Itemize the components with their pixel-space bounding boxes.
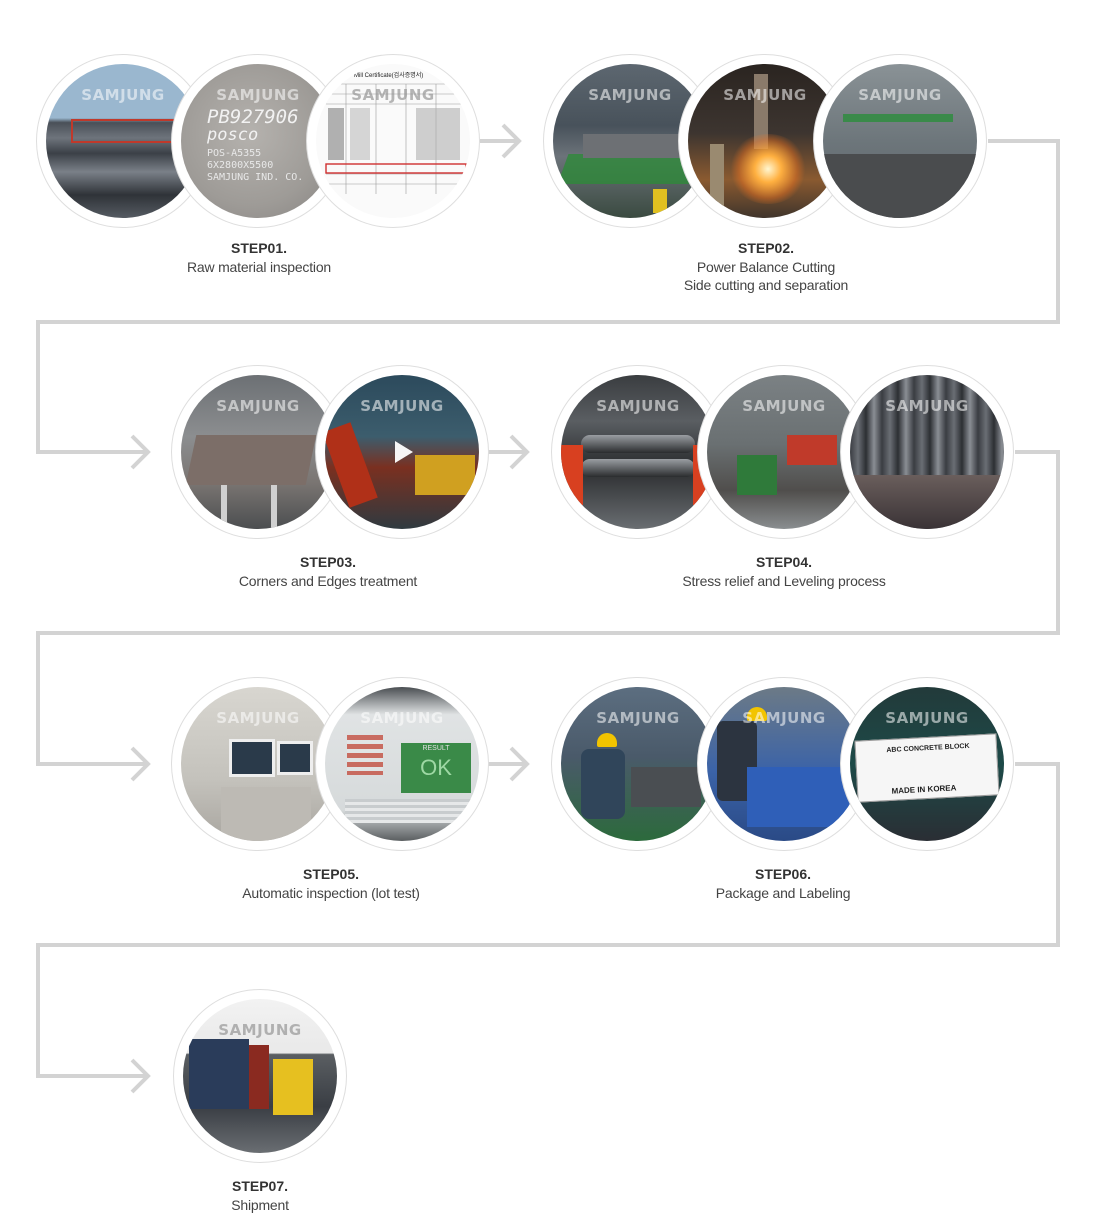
- step01-photo-1: SAMJUNG: [36, 54, 210, 228]
- samjung-watermark: SAMJUNG: [216, 397, 300, 415]
- samjung-watermark: SAMJUNG: [596, 709, 680, 727]
- leveling-line-photo: SAMJUNG: [707, 375, 861, 529]
- truck-loading-photo: SAMJUNG: [183, 999, 337, 1153]
- step05-description: Automatic inspection (lot test): [242, 885, 420, 901]
- samjung-watermark: SAMJUNG: [742, 709, 826, 727]
- samjung-watermark: SAMJUNG: [360, 709, 444, 727]
- worker-inspection-photo: SAMJUNG: [561, 687, 715, 841]
- flame-cutting-photo: SAMJUNG: [688, 64, 842, 218]
- step03-photo-2[interactable]: SAMJUNG: [315, 365, 489, 539]
- step01-label: STEP01. Raw material inspection: [109, 238, 409, 276]
- robot-treatment-video[interactable]: SAMJUNG: [325, 375, 479, 529]
- step06-description: Package and Labeling: [715, 885, 851, 901]
- step06-photo-3: ABC CONCRETE BLOCK MADE IN KOREA SAMJUNG: [840, 677, 1014, 851]
- samjung-watermark: SAMJUNG: [588, 86, 672, 104]
- step07-photo-1: SAMJUNG: [173, 989, 347, 1163]
- step03-label: STEP03. Corners and Edges treatment: [178, 552, 478, 590]
- step04-photo-1: SAMJUNG: [551, 365, 725, 539]
- play-video-icon[interactable]: [387, 437, 417, 467]
- step05-title: STEP05.: [302, 866, 360, 882]
- samjung-watermark: SAMJUNG: [216, 86, 300, 104]
- step03-title: STEP03.: [299, 554, 357, 570]
- product-label-photo: ABC CONCRETE BLOCK MADE IN KOREA SAMJUNG: [850, 687, 1004, 841]
- samjung-watermark: SAMJUNG: [742, 397, 826, 415]
- step05-label: STEP05. Automatic inspection (lot test): [181, 864, 481, 902]
- stamp-text-grade: POS-A5355: [207, 148, 262, 159]
- roller-closeup-photo: SAMJUNG: [850, 375, 1004, 529]
- step06-label: STEP06. Package and Labeling: [633, 864, 933, 902]
- step07-title: STEP07.: [231, 1178, 289, 1194]
- packaging-photo: SAMJUNG: [707, 687, 861, 841]
- connector-step04-to-step05: [36, 450, 1060, 766]
- step07-description: Shipment: [231, 1197, 289, 1213]
- step04-photo-2: SAMJUNG: [697, 365, 871, 539]
- samjung-watermark: SAMJUNG: [723, 86, 807, 104]
- samjung-watermark: SAMJUNG: [360, 397, 444, 415]
- inspection-result-caption: RESULT: [422, 745, 450, 752]
- posco-stamp-photo: SAMJUNG PB927906 posco POS-A5355 6X2800X…: [181, 64, 335, 218]
- step04-title: STEP04.: [755, 554, 813, 570]
- mill-certificate-photo: Mill Certificate(검사증명서) SAMJUNG: [316, 64, 470, 218]
- certificate-table-lines: [325, 83, 467, 194]
- arrow-into-step03: [130, 434, 151, 470]
- samjung-watermark: SAMJUNG: [858, 86, 942, 104]
- step04-photo-3: SAMJUNG: [840, 365, 1014, 539]
- stamp-text-serial: PB927906: [207, 106, 299, 128]
- step03-photo-1: SAMJUNG: [171, 365, 345, 539]
- step02-title: STEP02.: [737, 240, 795, 256]
- cutting-hall-photo: SAMJUNG: [823, 64, 977, 218]
- step06-photo-1: SAMJUNG: [551, 677, 725, 851]
- step04-label: STEP04. Stress relief and Leveling proce…: [634, 552, 934, 590]
- control-cabinet-photo: SAMJUNG: [181, 687, 335, 841]
- step05-photo-1: SAMJUNG: [171, 677, 345, 851]
- arrow-into-step05: [130, 746, 151, 782]
- inspection-result-value: OK: [420, 755, 452, 780]
- connector-step06-to-step07: [36, 762, 1060, 1078]
- samjung-watermark: SAMJUNG: [216, 709, 300, 727]
- samjung-watermark: SAMJUNG: [885, 709, 969, 727]
- stamp-text-size: 6X2800X5500: [207, 160, 274, 171]
- leveler-rollers-photo: SAMJUNG: [561, 375, 715, 529]
- step05-photo-2: RESULT OK SAMJUNG: [315, 677, 489, 851]
- inspection-screen-photo: RESULT OK SAMJUNG: [325, 687, 479, 841]
- certificate-title: Mill Certificate(검사증명서): [354, 73, 424, 79]
- step04-description: Stress relief and Leveling process: [682, 573, 886, 589]
- edge-conveyor-photo: SAMJUNG: [181, 375, 335, 529]
- step07-label: STEP07. Shipment: [110, 1176, 410, 1214]
- step06-title: STEP06.: [754, 866, 812, 882]
- connector-step02-to-step03: [36, 139, 1060, 454]
- samjung-watermark: SAMJUNG: [351, 86, 435, 104]
- step01-title: STEP01.: [230, 240, 288, 256]
- step03-description: Corners and Edges treatment: [238, 573, 418, 589]
- step02-photo-3: SAMJUNG: [813, 54, 987, 228]
- step01-description: Raw material inspection: [186, 259, 332, 275]
- step02-description-line2: Side cutting and separation: [683, 277, 849, 293]
- step01-photo-3: Mill Certificate(검사증명서) SAMJUNG: [306, 54, 480, 228]
- stamp-text-company: SAMJUNG IND. CO.: [207, 172, 304, 183]
- arrow-into-step07: [130, 1058, 151, 1094]
- samjung-watermark: SAMJUNG: [81, 86, 165, 104]
- samjung-watermark: SAMJUNG: [218, 1021, 302, 1039]
- step02-description-line1: Power Balance Cutting: [696, 259, 836, 275]
- step06-photo-2: SAMJUNG: [697, 677, 871, 851]
- step02-label: STEP02. Power Balance Cutting Side cutti…: [616, 238, 916, 294]
- stamp-text-maker: posco: [207, 125, 259, 145]
- samjung-watermark: SAMJUNG: [885, 397, 969, 415]
- samjung-watermark: SAMJUNG: [596, 397, 680, 415]
